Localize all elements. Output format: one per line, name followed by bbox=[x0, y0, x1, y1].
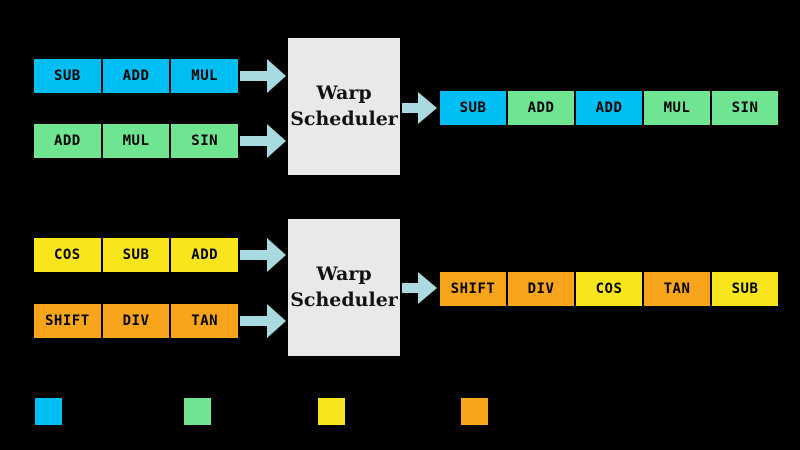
instruction-cell: COS bbox=[576, 272, 644, 306]
instruction-label: DIV bbox=[122, 313, 150, 329]
instruction-cell: SIN bbox=[712, 91, 778, 125]
flow-arrow-icon bbox=[240, 124, 286, 158]
instruction-label: ADD bbox=[122, 68, 150, 84]
instruction-label: DIV bbox=[527, 281, 555, 297]
instruction-label: MUL bbox=[191, 68, 219, 84]
warp-scheduler-box-bottom: Warp Scheduler bbox=[288, 219, 400, 356]
instruction-label: TAN bbox=[191, 313, 219, 329]
instruction-cell: ADD bbox=[102, 59, 172, 93]
legend-swatch-blue bbox=[35, 398, 62, 425]
instruction-label: SUB bbox=[459, 100, 487, 116]
instruction-cell: MUL bbox=[171, 59, 239, 93]
instruction-cell: SUB bbox=[440, 91, 508, 125]
instruction-cell: DIV bbox=[102, 304, 172, 338]
instruction-cell: SUB bbox=[712, 272, 778, 306]
instruction-label: SUB bbox=[731, 281, 759, 297]
flow-arrow-icon bbox=[240, 59, 286, 93]
instruction-cell: ADD bbox=[34, 124, 103, 158]
instruction-cell: COS bbox=[34, 238, 103, 272]
instruction-cell: ADD bbox=[171, 238, 239, 272]
instruction-cell: SIN bbox=[171, 124, 239, 158]
interleaved-output-row-bottom: SHIFT DIV COS TAN SUB bbox=[440, 272, 778, 306]
instruction-label: SUB bbox=[122, 247, 150, 263]
instruction-label: MUL bbox=[663, 100, 691, 116]
instruction-label: SUB bbox=[53, 68, 81, 84]
flow-arrow-icon bbox=[402, 272, 437, 304]
instruction-cell: DIV bbox=[508, 272, 576, 306]
instruction-cell: SHIFT bbox=[34, 304, 103, 338]
instruction-row-orange: SHIFT DIV TAN bbox=[34, 304, 239, 338]
instruction-label: SIN bbox=[191, 133, 219, 149]
flow-arrow-icon bbox=[402, 92, 437, 124]
interleaved-output-row-top: SUB ADD ADD MUL SIN bbox=[440, 91, 778, 125]
color-legend bbox=[0, 398, 800, 425]
legend-swatch-orange bbox=[461, 398, 488, 425]
instruction-row-green: ADD MUL SIN bbox=[34, 124, 239, 158]
instruction-cell: SUB bbox=[34, 59, 103, 93]
warp-scheduler-box-top: Warp Scheduler bbox=[288, 38, 400, 175]
instruction-cell: TAN bbox=[644, 272, 712, 306]
instruction-label: COS bbox=[53, 247, 81, 263]
instruction-cell: MUL bbox=[644, 91, 712, 125]
instruction-row-yellow: COS SUB ADD bbox=[34, 238, 239, 272]
instruction-cell: MUL bbox=[102, 124, 172, 158]
instruction-label: SHIFT bbox=[45, 313, 90, 329]
instruction-label: ADD bbox=[595, 100, 623, 116]
instruction-label: MUL bbox=[122, 133, 150, 149]
instruction-cell: SHIFT bbox=[440, 272, 508, 306]
instruction-cell: ADD bbox=[508, 91, 576, 125]
instruction-cell: SUB bbox=[102, 238, 172, 272]
instruction-label: SHIFT bbox=[450, 281, 496, 297]
instruction-cell: TAN bbox=[171, 304, 239, 338]
warp-scheduler-label: Warp Scheduler bbox=[290, 262, 398, 311]
legend-swatch-yellow bbox=[318, 398, 345, 425]
instruction-label: SIN bbox=[731, 100, 759, 116]
warp-scheduler-label: Warp Scheduler bbox=[290, 81, 398, 130]
instruction-label: ADD bbox=[527, 100, 555, 116]
legend-swatch-green bbox=[184, 398, 211, 425]
flow-arrow-icon bbox=[240, 238, 286, 272]
instruction-label: TAN bbox=[663, 281, 691, 297]
instruction-label: COS bbox=[595, 281, 623, 297]
instruction-row-blue: SUB ADD MUL bbox=[34, 59, 239, 93]
instruction-label: ADD bbox=[191, 247, 219, 263]
flow-arrow-icon bbox=[240, 304, 286, 338]
instruction-cell: ADD bbox=[576, 91, 644, 125]
instruction-label: ADD bbox=[53, 133, 81, 149]
